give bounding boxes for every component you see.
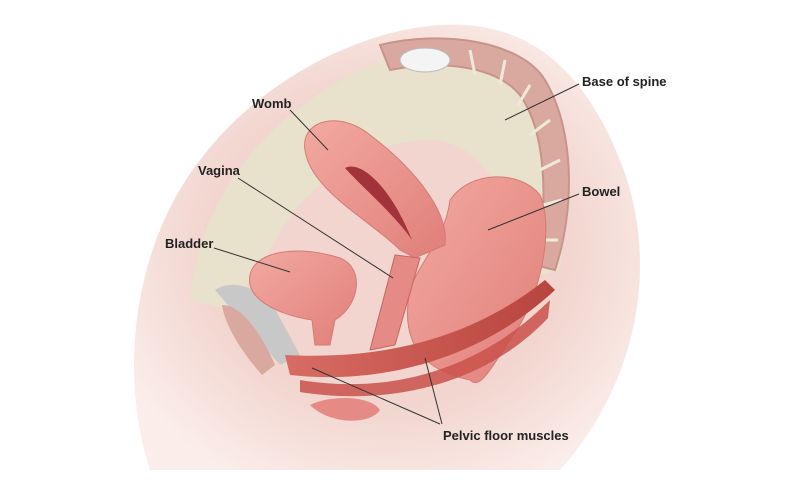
pubic-bone xyxy=(215,284,300,365)
womb-leader xyxy=(289,109,329,151)
external-genitalia xyxy=(310,398,380,421)
spine-leader xyxy=(504,83,580,121)
pelvic-floor-muscles xyxy=(285,280,555,378)
bowel-label: Bowel xyxy=(582,184,621,199)
muscle-leader-2 xyxy=(424,357,443,425)
base-of-spine-label: Base of spine xyxy=(582,74,667,89)
pelvic-floor-muscles-lower xyxy=(300,300,550,397)
bladder-leader xyxy=(213,247,291,273)
bladder-label: Bladder xyxy=(165,236,214,251)
muscle-leader-1 xyxy=(311,367,441,425)
pelvic-bone xyxy=(190,47,564,310)
vagina xyxy=(369,254,421,351)
womb-cavity xyxy=(345,166,412,240)
vagina-label: Vagina xyxy=(198,163,240,178)
womb-label: Womb xyxy=(252,96,292,111)
vagina-leader xyxy=(237,177,394,279)
coccyx-cap xyxy=(399,47,451,73)
pubic-bone-section xyxy=(222,305,275,375)
bladder xyxy=(249,250,357,346)
bowel-leader xyxy=(487,193,580,231)
pelvic-floor-muscles-label: Pelvic floor muscles xyxy=(443,428,569,443)
leader-lines xyxy=(213,83,580,425)
